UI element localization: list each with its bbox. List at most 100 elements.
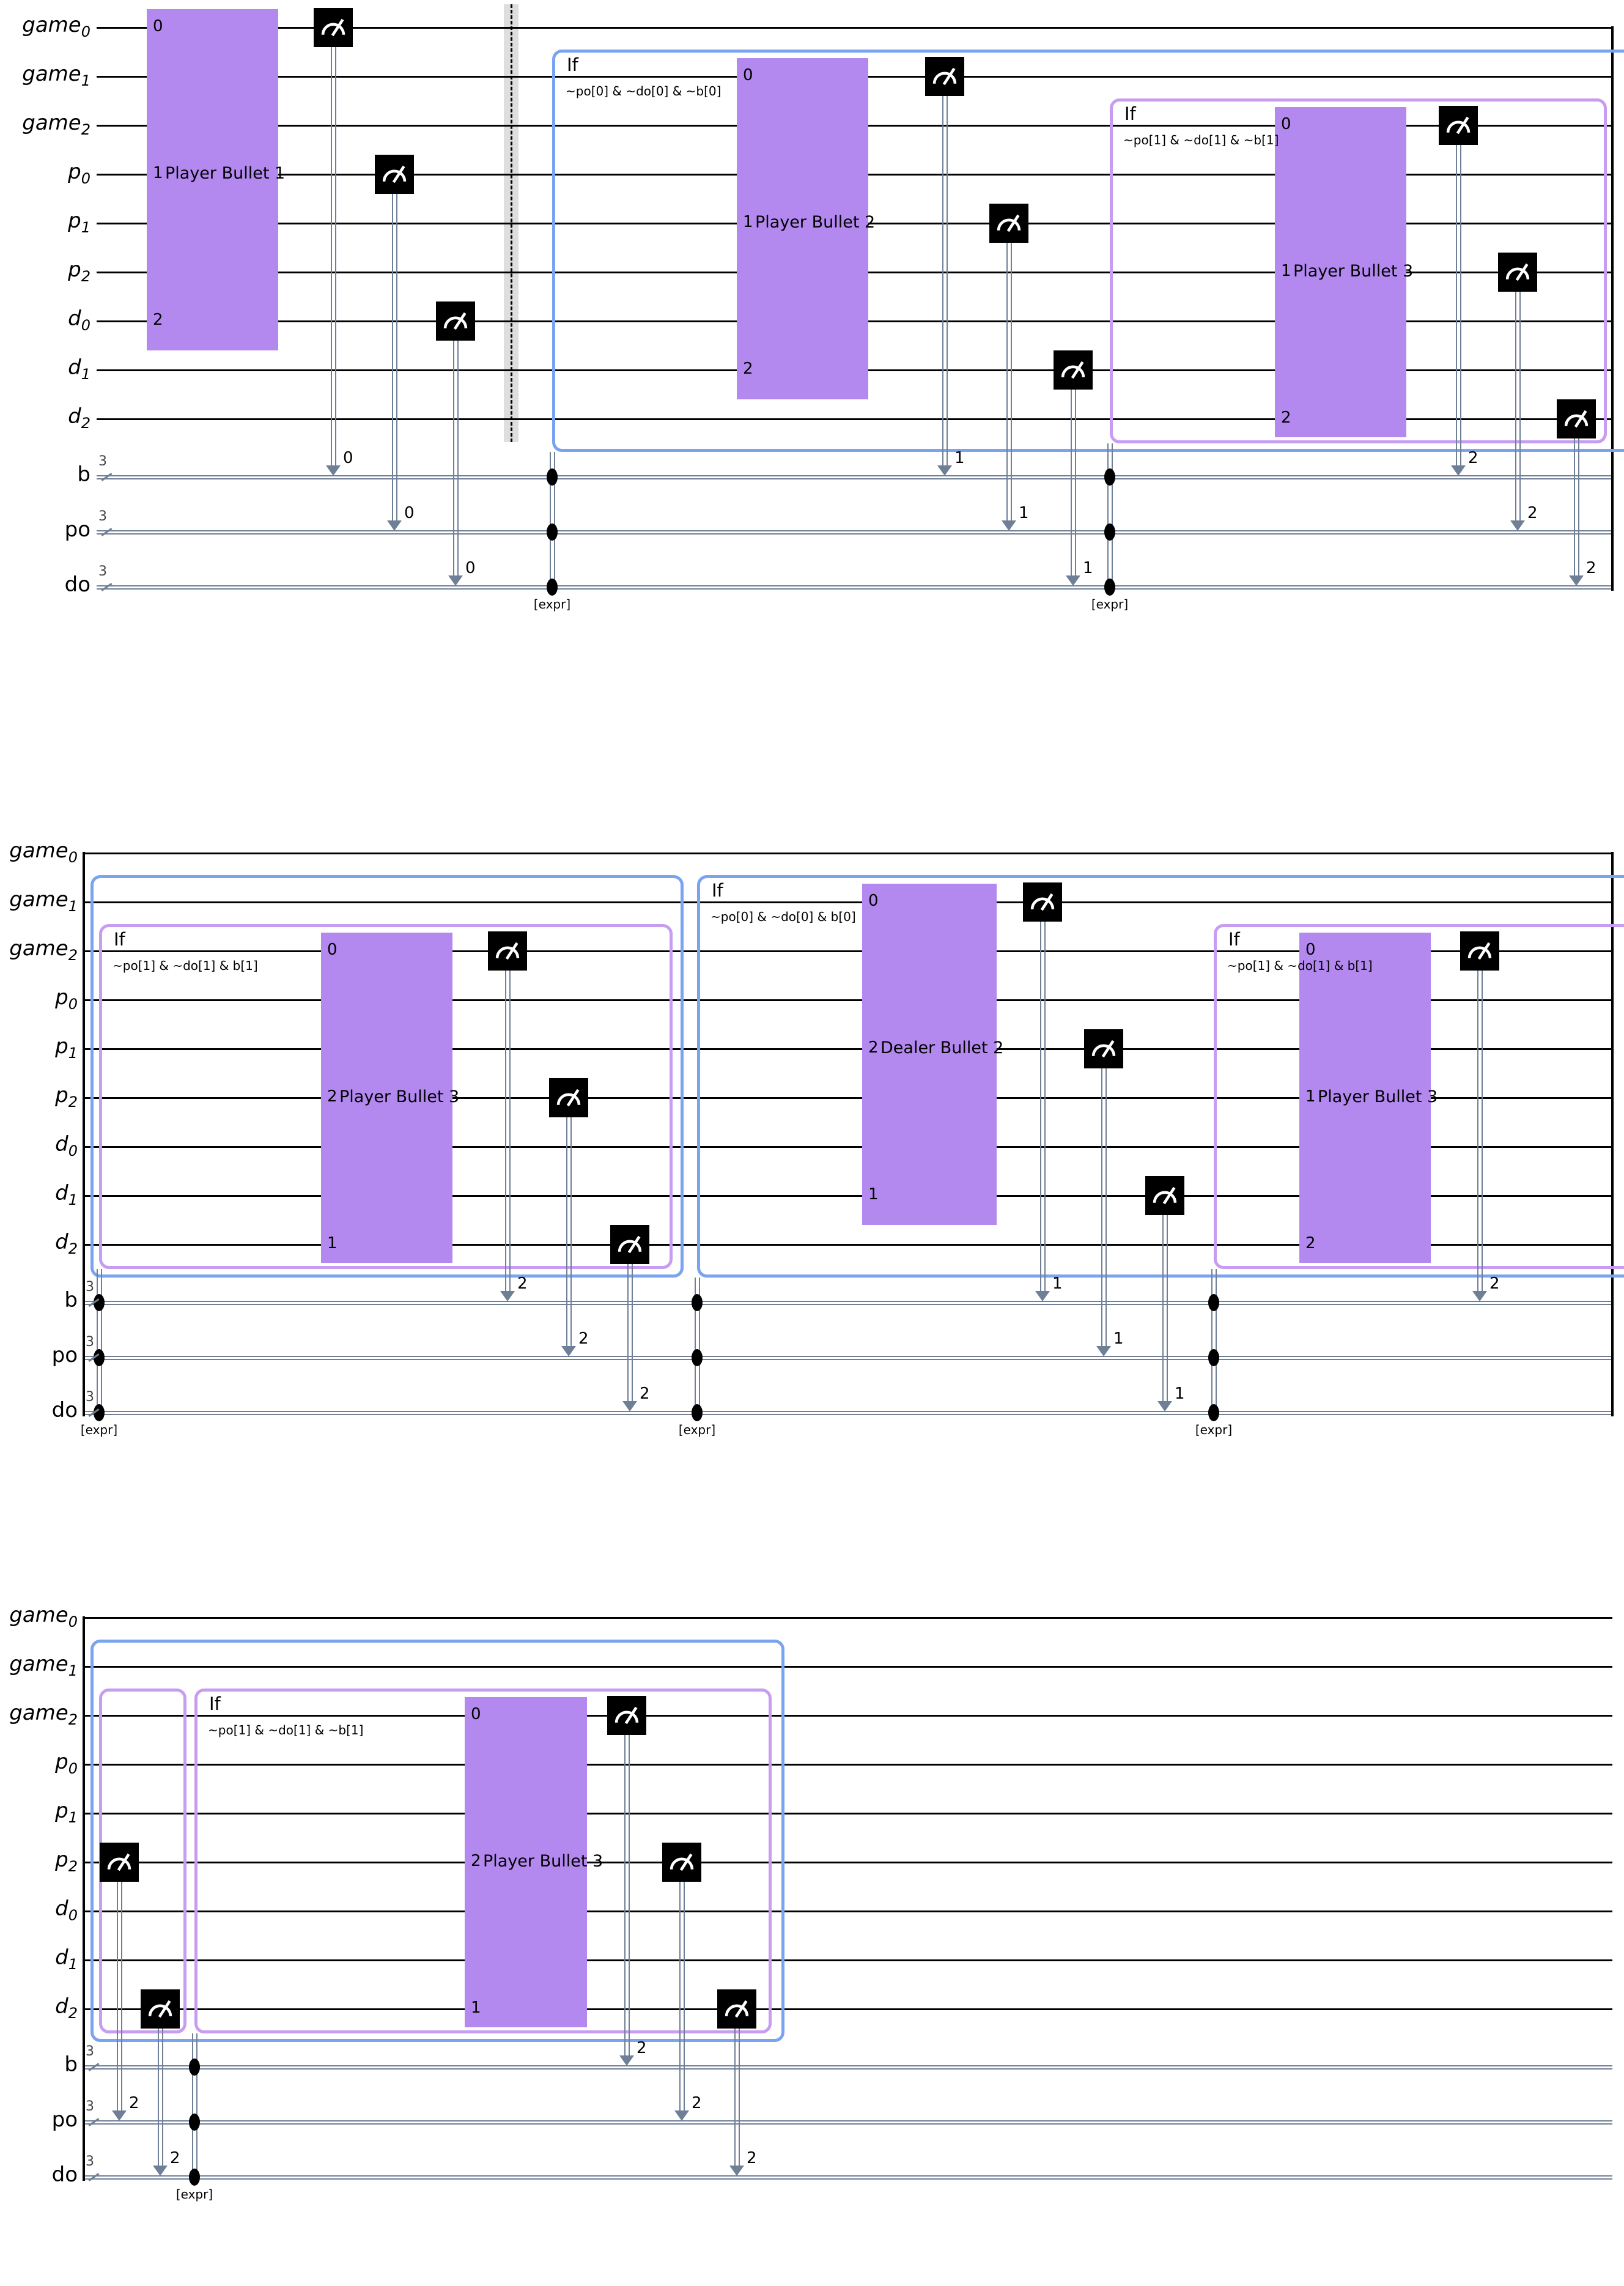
- measure-gate: [1460, 931, 1499, 971]
- control-dot: [1104, 579, 1115, 596]
- gate-dealer-bullet-2: [862, 884, 997, 1225]
- measure-bit-label: 2: [1468, 449, 1478, 467]
- quantum-wire: [84, 2008, 1612, 2010]
- wire-label-d-1: d1: [0, 355, 90, 383]
- port-number: 1: [153, 164, 163, 182]
- measure-gauge-icon: [1061, 361, 1085, 379]
- gate-player-bullet-3: [1275, 107, 1406, 437]
- control-dot: [692, 1349, 703, 1366]
- measure-stem: [1515, 292, 1521, 523]
- port-number: 1: [327, 1234, 338, 1252]
- measure-gauge-icon: [725, 2000, 749, 2018]
- wire-label-subscript: 2: [68, 1711, 78, 1728]
- measure-gate: [989, 204, 1028, 243]
- measure-stem: [330, 47, 336, 468]
- measure-stem: [1070, 390, 1076, 578]
- measure-gate: [1439, 106, 1478, 145]
- measure-stem: [116, 1882, 122, 2113]
- gate-player-bullet-3: [465, 1697, 587, 2027]
- port-number: 0: [1281, 115, 1291, 133]
- fold-line-right: [1611, 26, 1614, 591]
- control-dot: [1104, 468, 1115, 486]
- measure-gauge-icon: [1091, 1040, 1116, 1058]
- if-condition: ~po[0] & ~do[0] & ~b[0]: [566, 84, 722, 98]
- if-label: If: [209, 1693, 221, 1714]
- if-control-stem: [96, 1269, 102, 1413]
- if-label: If: [114, 929, 125, 950]
- port-number: 1: [471, 1999, 481, 2017]
- wire-label-base: p: [55, 1083, 68, 1108]
- wire-label-base: p: [68, 257, 81, 282]
- measure-stem: [1039, 922, 1046, 1293]
- wire-label-p-2: p2: [0, 1848, 78, 1875]
- wire-label-base: p: [55, 985, 68, 1010]
- wire-label-subscript: 0: [81, 23, 90, 40]
- control-dot: [547, 579, 558, 596]
- measure-arrowhead: [1096, 1346, 1111, 1356]
- classical-wire: [84, 1410, 1612, 1415]
- gate-player-bullet-3: [321, 933, 452, 1263]
- quantum-wire: [84, 1616, 1612, 1619]
- wire-label-base: d: [55, 1994, 68, 2019]
- measure-gate: [662, 1843, 701, 1882]
- quantum-wire: [84, 901, 1612, 903]
- measure-stem: [679, 1882, 685, 2113]
- port-number: 2: [1281, 409, 1291, 427]
- gate-name-label: Player Bullet 1: [165, 164, 286, 183]
- fold-line-left: [83, 1616, 85, 2181]
- quantum-wire: [84, 999, 1612, 1001]
- measure-bit-label: 2: [692, 2094, 702, 2112]
- control-dot: [189, 2059, 200, 2076]
- measure-bit-label: 2: [640, 1385, 650, 1403]
- quantum-wire: [84, 1194, 1612, 1197]
- measure-gauge-icon: [443, 312, 468, 330]
- wire-label-base: d: [68, 404, 81, 429]
- quantum-wire: [84, 1763, 1612, 1766]
- port-number: 0: [743, 66, 753, 84]
- control-dot: [547, 468, 558, 486]
- wire-label-base: d: [55, 1896, 68, 1921]
- wire-label-base: game: [9, 838, 68, 863]
- bit-width-label: 3: [86, 1389, 94, 1405]
- if-box: [90, 1640, 784, 2042]
- measure-gate: [100, 1843, 139, 1882]
- measure-gauge-icon: [670, 1853, 694, 1871]
- wire-label-d-2: d2: [0, 404, 90, 432]
- wire-label-p-2: p2: [0, 1083, 78, 1111]
- quantum-wire: [84, 1243, 1612, 1246]
- measure-gate: [375, 155, 414, 194]
- bit-width-label: 3: [86, 2099, 94, 2114]
- wire-label-d-0: d0: [0, 1132, 78, 1160]
- measure-gauge-icon: [1446, 116, 1471, 135]
- quantum-wire: [84, 1861, 1612, 1863]
- measure-stem: [734, 2029, 740, 2168]
- measure-bit-label: 2: [517, 1274, 528, 1293]
- bit-width-label: 3: [98, 564, 107, 579]
- measure-arrowhead: [1157, 1401, 1172, 1411]
- port-number: 2: [153, 311, 163, 329]
- port-number: 2: [1305, 1234, 1316, 1252]
- gate-player-bullet-1: [147, 9, 278, 350]
- wire-label-po: po: [64, 517, 90, 542]
- measure-stem: [942, 96, 948, 468]
- if-box: [194, 1689, 772, 2033]
- measure-bit-label: 2: [578, 1330, 589, 1348]
- if-condition: ~po[0] & ~do[0] & b[0]: [711, 909, 856, 924]
- measure-stem: [624, 1735, 630, 2058]
- quantum-wire: [84, 950, 1612, 952]
- measure-gauge-icon: [148, 2000, 172, 2018]
- wire-label-subscript: 1: [81, 366, 90, 383]
- wire-label-base: game: [9, 1603, 68, 1627]
- measure-arrowhead: [1035, 1291, 1050, 1301]
- measure-arrowhead: [729, 2166, 744, 2176]
- wire-label-subscript: 1: [68, 1662, 78, 1679]
- wire-label-subscript: 1: [68, 1956, 78, 1973]
- measure-arrowhead: [387, 520, 402, 531]
- measure-bit-label: 2: [747, 2149, 757, 2167]
- wire-label-subscript: 0: [81, 170, 90, 187]
- classical-wire: [84, 1300, 1612, 1305]
- measure-gate: [1145, 1176, 1184, 1215]
- fold-line-right: [1611, 852, 1614, 1416]
- measure-gate: [436, 301, 475, 341]
